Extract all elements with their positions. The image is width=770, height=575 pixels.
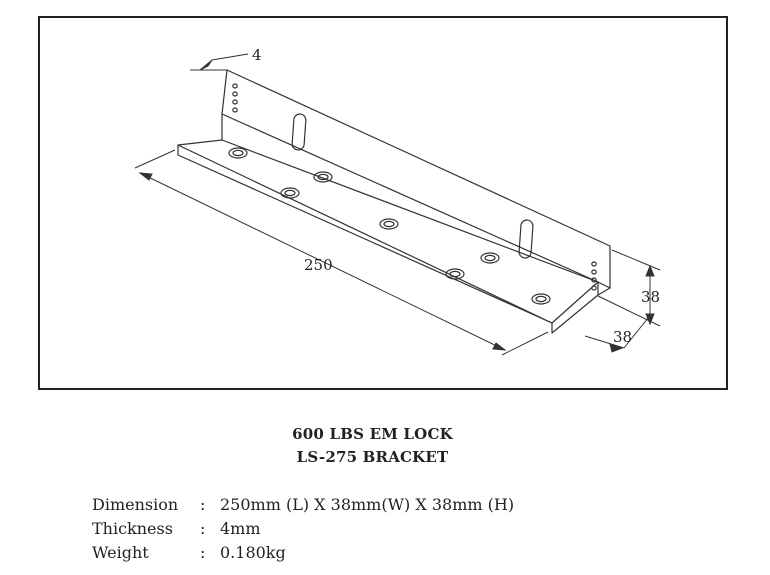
dim-label-height: 38	[641, 288, 660, 306]
title-block: 600 LBS EM LOCK LS-275 BRACKET	[0, 423, 745, 469]
dim-arrow-height-top	[645, 264, 655, 277]
dim-arrow-length-start	[138, 172, 153, 181]
dim-arrow-width	[609, 343, 624, 353]
spec-value: 250mm (L) X 38mm(W) X 38mm (H)	[220, 495, 515, 514]
bracket-corner-edge	[551, 281, 599, 324]
dim-label-width: 38	[613, 328, 632, 346]
mounting-slot	[291, 113, 307, 151]
dim-ext-height-top	[611, 249, 661, 271]
dim-ext-length-left	[134, 149, 176, 169]
spec-label: Weight	[92, 543, 149, 562]
spec-value: 0.180kg	[220, 543, 286, 562]
base-hole	[313, 171, 333, 183]
product-title: 600 LBS EM LOCK	[292, 425, 453, 443]
dim-ext-length-right	[501, 331, 549, 356]
spec-separator: :	[200, 495, 206, 514]
bracket-drawing: 4 250 38 38	[134, 46, 661, 356]
spec-value: 4mm	[220, 519, 261, 538]
base-hole	[228, 147, 248, 159]
bracket-base-plate	[177, 139, 599, 334]
drawing-frame: 4 250 38 38	[38, 16, 728, 390]
spec-separator: :	[200, 543, 206, 562]
dim-label-length: 250	[304, 256, 333, 274]
spec-row-thickness: Thickness : 4mm	[92, 517, 514, 541]
dim-arrow-length-end	[492, 342, 507, 351]
spec-separator: :	[200, 519, 206, 538]
spec-label: Thickness	[92, 519, 173, 538]
dim-arrow-height-bottom	[645, 313, 655, 326]
dim-line-length	[139, 172, 506, 351]
spec-table: Dimension : 250mm (L) X 38mm(W) X 38mm (…	[92, 493, 514, 565]
base-hole	[445, 268, 465, 280]
spec-label: Dimension	[92, 495, 179, 514]
base-hole	[531, 293, 551, 305]
edge-holes-left	[232, 83, 238, 113]
dim-arrow-thickness	[199, 59, 213, 71]
dim-label-thickness: 4	[252, 46, 262, 64]
mounting-slot	[518, 219, 534, 259]
dim-ext-width	[623, 317, 649, 349]
base-hole	[280, 187, 300, 199]
bracket-leg-bottom-edge	[597, 287, 611, 296]
spec-row-weight: Weight : 0.180kg	[92, 541, 514, 565]
edge-holes-right	[591, 261, 597, 291]
bracket-base-top-edge	[177, 144, 553, 324]
dim-line-thickness-leader	[211, 53, 249, 61]
base-hole	[379, 218, 399, 230]
bracket-vertical-leg	[221, 69, 611, 289]
spec-row-dimension: Dimension : 250mm (L) X 38mm(W) X 38mm (…	[92, 493, 514, 517]
product-subtitle: LS-275 BRACKET	[296, 448, 449, 466]
base-hole	[480, 252, 500, 264]
